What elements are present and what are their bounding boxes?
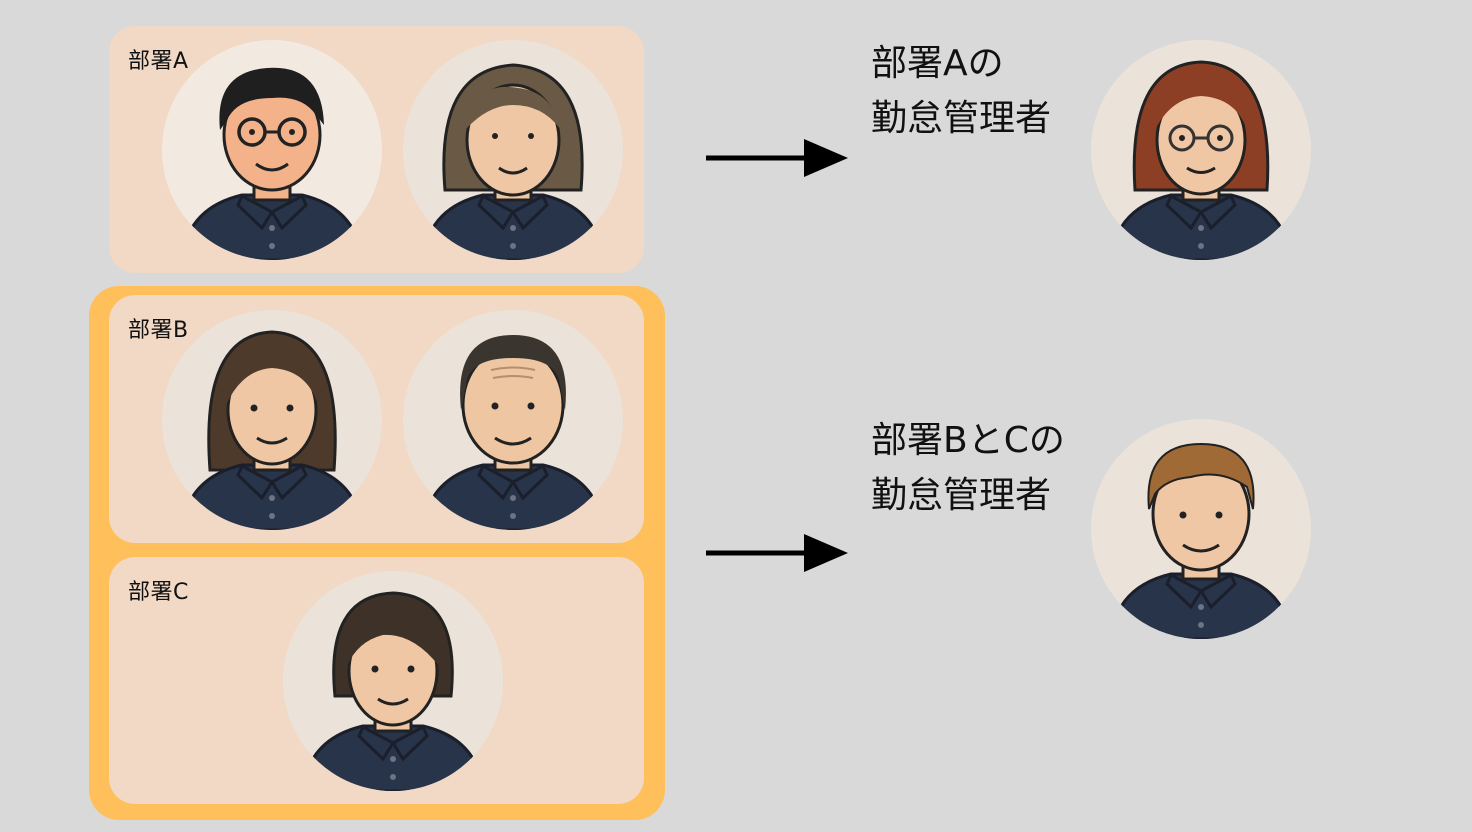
manager-b-c-label-line1: 部署BとCの <box>871 420 1065 461</box>
department-c-label: 部署C <box>128 580 189 605</box>
department-b-label: 部署B <box>128 318 189 343</box>
avatar-dept-a-older-woman <box>403 40 623 260</box>
manager-a-label-line1: 部署Aの <box>871 43 1004 84</box>
manager-b-c-label: 部署BとCの 勤怠管理者 <box>871 413 1065 523</box>
avatar-dept-b-older-man <box>403 310 623 530</box>
manager-b-c-label-line2: 勤怠管理者 <box>871 475 1052 516</box>
manager-a-label-line2: 勤怠管理者 <box>871 98 1052 139</box>
avatar-manager-dept-b-c <box>1091 419 1311 639</box>
manager-a-label: 部署Aの 勤怠管理者 <box>871 36 1051 146</box>
arrow-to-manager-b-c <box>706 534 848 572</box>
avatar-dept-a-man-glasses <box>162 40 382 260</box>
department-a-label: 部署A <box>128 49 189 74</box>
avatar-dept-b-woman <box>162 310 382 530</box>
avatar-manager-dept-a <box>1091 40 1311 260</box>
arrow-to-manager-a <box>706 139 848 177</box>
avatar-dept-c-woman <box>283 571 503 791</box>
